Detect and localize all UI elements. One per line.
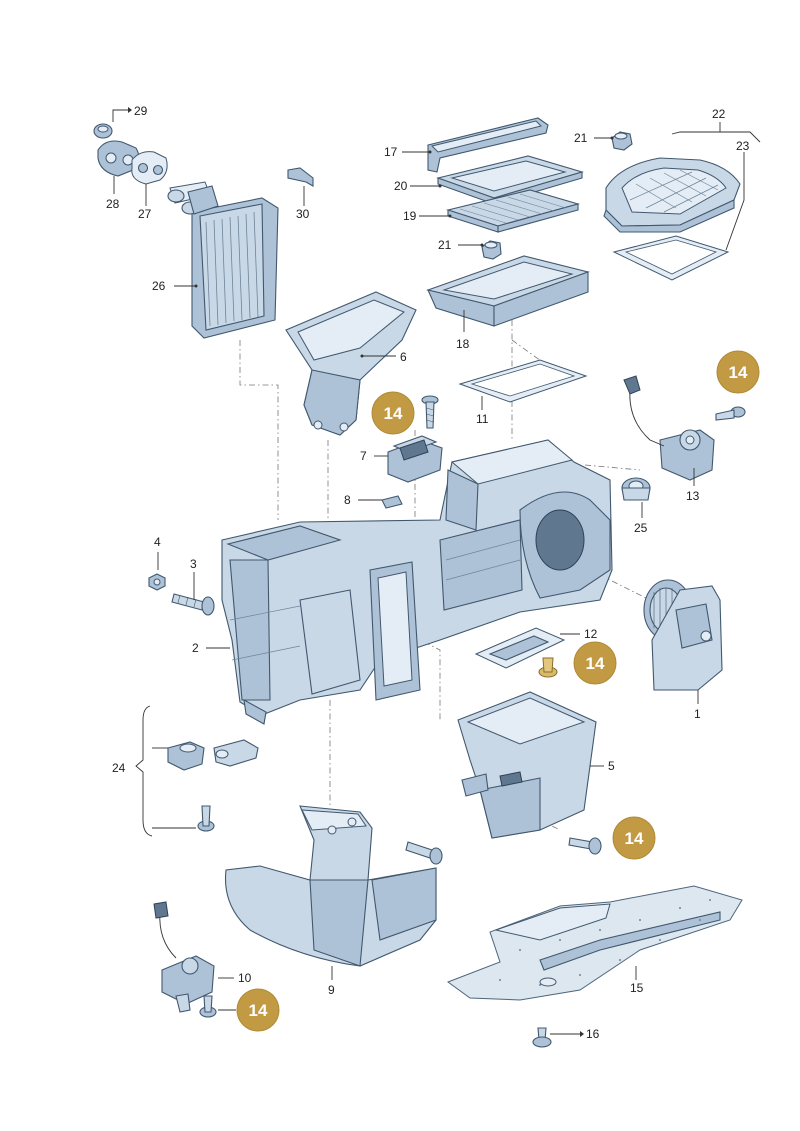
air-distribution-duct-part-9: [224, 805, 437, 967]
label-1: 1: [694, 707, 701, 721]
label-30: 30: [296, 207, 310, 221]
screw-part-14-center: [538, 657, 558, 678]
label-10: 10: [238, 971, 252, 985]
heater-box-housing: [221, 439, 613, 725]
label-25: 25: [634, 521, 648, 535]
servo-motor-part-13: [623, 375, 746, 481]
bolt-part-3: [171, 593, 215, 616]
label-3: 3: [190, 557, 197, 571]
label-15: 15: [630, 981, 644, 995]
nut-part-21-upper: [611, 131, 633, 151]
heater-core-part-26: [167, 181, 279, 339]
label-16: 16: [586, 1027, 600, 1041]
label-11: 11: [476, 412, 489, 426]
screw-part-16: [532, 1027, 552, 1048]
screw-part-14-left: [405, 841, 443, 865]
label-5: 5: [608, 759, 615, 773]
badge-14-actuator-text: 14: [729, 363, 748, 382]
label-22: 22: [712, 107, 726, 121]
hose-clamp-part-29: [93, 123, 113, 139]
screw-part-14-actuator: [715, 406, 746, 421]
badge-14-lower-right-text: 14: [625, 829, 644, 848]
badge-14-lower-left[interactable]: 14: [236, 988, 280, 1032]
label-29: 29: [134, 104, 148, 118]
blower-motor-part-1: [643, 579, 723, 691]
label-21-lower: 21: [438, 238, 452, 252]
label-27: 27: [138, 207, 152, 221]
badge-14-actuator[interactable]: 14: [716, 350, 760, 394]
label-21-upper: 21: [574, 131, 588, 145]
screw-part-24: [197, 805, 215, 832]
flap-lever-assembly-part-24: [135, 705, 259, 837]
nut-part-4: [148, 573, 166, 591]
part-number-labels: 29 28 27 30 26 17 20 19 21 21 22 23 18 6…: [106, 104, 750, 1041]
gasket-part-23: [612, 235, 730, 281]
label-6: 6: [400, 350, 407, 364]
badge-14-center-text: 14: [586, 654, 605, 673]
air-duct-part-6: [285, 291, 417, 436]
clip-part-8: [381, 495, 403, 509]
cover-plate-part-12: [474, 627, 566, 669]
label-28: 28: [106, 197, 120, 211]
label-2: 2: [192, 641, 199, 655]
leader-lines: [112, 107, 761, 1037]
grommet-part-25: [621, 477, 651, 501]
label-8: 8: [344, 493, 351, 507]
badge-14-center[interactable]: 14: [573, 641, 617, 685]
label-13: 13: [686, 489, 700, 503]
label-4: 4: [154, 535, 161, 549]
blower-resistor-part-7: [387, 435, 443, 483]
label-17: 17: [384, 145, 398, 159]
air-intake-housing-part-22: [603, 157, 741, 233]
badge-14-lower-left-text: 14: [249, 1001, 268, 1020]
label-19: 19: [403, 209, 417, 223]
label-7: 7: [360, 449, 367, 463]
clip-part-30: [287, 167, 314, 187]
label-26: 26: [152, 279, 166, 293]
cover-strip-part-17: [427, 117, 549, 173]
label-12: 12: [584, 627, 598, 641]
footwell-duct-part-5: [457, 691, 597, 839]
floor-duct-part-15: [446, 885, 743, 1001]
badge-14-lower-right[interactable]: 14: [612, 816, 656, 860]
servo-motor-part-10: [153, 901, 217, 1018]
label-20: 20: [394, 179, 408, 193]
screw-part-14-lower-right: [568, 837, 602, 855]
dust-filter-part-19: [445, 189, 581, 233]
gasket-part-27: [131, 151, 168, 185]
label-23: 23: [736, 139, 750, 153]
nut-part-21-lower: [481, 240, 502, 260]
gasket-part-11: [458, 359, 588, 403]
label-9: 9: [328, 983, 335, 997]
filter-housing-tray-part-18: [426, 255, 590, 327]
screw-part-14-actuator-lower: [199, 995, 217, 1018]
badge-14-upper[interactable]: 14: [371, 391, 415, 435]
screw-part-14-upper: [421, 395, 439, 429]
label-18: 18: [456, 337, 470, 351]
label-24: 24: [112, 761, 126, 775]
badge-14-upper-text: 14: [384, 404, 403, 423]
